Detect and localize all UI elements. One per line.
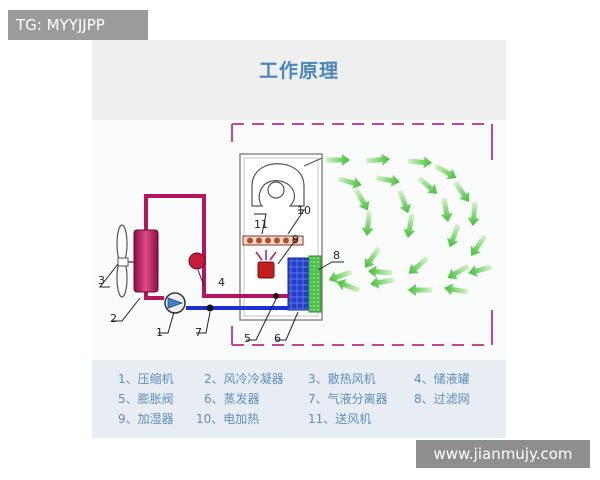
supply-fan: [251, 157, 323, 207]
callout-7: 7: [195, 326, 202, 339]
compressor: [164, 292, 186, 314]
filter: [308, 255, 322, 313]
legend-item-4: 4、储液罐: [414, 372, 470, 386]
legend-item-9: 9、加湿器: [118, 412, 174, 426]
airflow-arrow: [434, 163, 457, 180]
evaporator: [287, 257, 311, 311]
corner-tag: TG: MYYJJPP: [8, 10, 148, 40]
airflow-arrow: [408, 256, 429, 274]
airflow-arrow: [375, 174, 400, 187]
airflow-arrow: [447, 263, 470, 280]
diagram-title: 工作原理: [258, 60, 339, 82]
legend-item-5: 5、膨胀阀: [118, 392, 174, 406]
electric-heater: [242, 235, 304, 246]
airflow-arrow: [328, 269, 353, 284]
legend-item-10: 10、电加热: [196, 412, 260, 426]
airflow-arrow: [446, 223, 461, 248]
airflow-arrow: [368, 265, 393, 278]
humidifier: [255, 250, 277, 279]
airflow-arrow: [326, 154, 350, 166]
airflow-arrow: [370, 276, 395, 289]
callout-6: 6: [274, 332, 281, 345]
cooling-fan: [116, 224, 134, 298]
callout-1: 1: [156, 326, 163, 339]
room-boundary: [231, 123, 493, 346]
condenser-coil: [133, 229, 159, 293]
airflow-arrow: [467, 201, 480, 226]
callout-2: 2: [110, 312, 117, 325]
liquid-receiver: [188, 252, 206, 270]
airflow-arrows: [326, 153, 493, 296]
airflow-arrow: [397, 189, 412, 214]
airflow-arrow: [408, 284, 432, 296]
airflow-arrow: [365, 153, 390, 166]
legend-panel: [92, 360, 506, 438]
airflow-arrow: [361, 211, 374, 236]
callout-9: 9: [292, 233, 299, 246]
airflow-arrow: [353, 188, 370, 211]
legend-item-3: 3、散热风机: [308, 372, 376, 386]
airflow-arrow: [337, 176, 362, 189]
legend-item-1: 1、压缩机: [118, 372, 174, 386]
airflow-arrow: [336, 278, 361, 293]
callout-5: 5: [244, 332, 251, 345]
callout-4: 4: [218, 276, 225, 289]
airflow-arrow: [453, 180, 470, 202]
legend-item-7: 7、气液分离器: [308, 392, 388, 406]
expansion-valve: [273, 293, 279, 299]
airflow-arrow: [364, 246, 381, 268]
legend-item-2: 2、风冷冷凝器: [204, 372, 284, 386]
watermark: www.jianmujy.com: [416, 440, 590, 468]
airflow-arrow: [470, 234, 487, 256]
airflow-arrow: [468, 264, 493, 277]
callout-8: 8: [333, 249, 340, 262]
title-band: [92, 40, 506, 120]
gas-liquid-separator: [206, 304, 214, 312]
callout-10: 10: [297, 204, 311, 217]
airflow-arrow: [403, 213, 416, 238]
airflow-arrow: [444, 283, 469, 296]
callout-3: 3: [98, 274, 105, 287]
callout-leaders: [98, 209, 344, 341]
callout-11: 11: [254, 218, 268, 231]
legend-item-8: 8、过滤网: [414, 392, 470, 406]
airflow-arrow: [407, 156, 432, 169]
airflow-arrow: [440, 197, 453, 222]
airflow-arrow: [417, 176, 438, 194]
legend-item-11: 11、送风机: [308, 412, 372, 426]
legend-item-6: 6、蒸发器: [204, 392, 260, 406]
